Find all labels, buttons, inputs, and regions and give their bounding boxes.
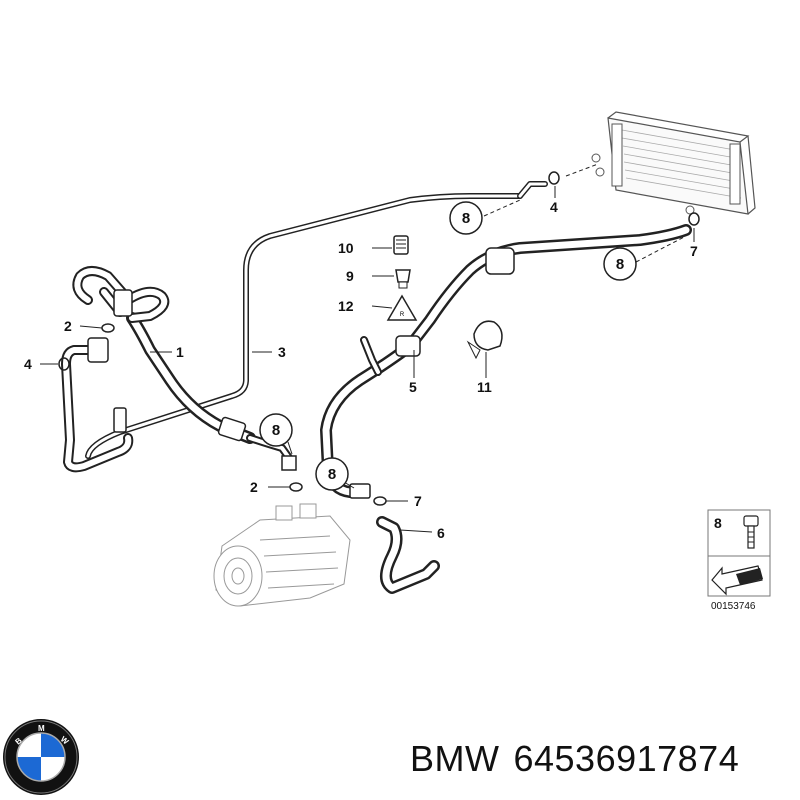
- arrow-icon: [711, 565, 763, 596]
- legend-box: 8 00153746: [707, 509, 771, 612]
- callout-11: 11: [477, 379, 492, 395]
- leader-lines: [40, 163, 695, 533]
- part-9-cap: [395, 269, 411, 289]
- bolt-icon: [743, 515, 759, 549]
- callout-6: 6: [437, 525, 445, 541]
- o-rings: [58, 171, 700, 506]
- pipe-6: [376, 516, 440, 594]
- callout-7a: 7: [414, 493, 422, 509]
- part-12-warning-label: R: [386, 294, 418, 321]
- pipe-1: [61, 266, 297, 473]
- circle-callout-8c: 8: [272, 422, 280, 439]
- callout-10: 10: [338, 240, 354, 256]
- pipe-3: [85, 181, 548, 459]
- legend-box-label: 8: [714, 515, 722, 531]
- svg-text:B: B: [14, 736, 24, 747]
- callout-1: 1: [176, 344, 184, 360]
- part-10-valve: [393, 235, 409, 255]
- svg-text:R: R: [400, 312, 405, 318]
- svg-text:M: M: [38, 724, 45, 733]
- svg-text:W: W: [59, 735, 71, 747]
- circled-callouts: 8 8 8 8: [259, 201, 637, 491]
- pipe-5: [320, 224, 692, 499]
- callout-5: 5: [409, 379, 417, 395]
- callout-labels: 2 4 1 3 2 10 9 12 5 11 7 6 4 7: [24, 199, 698, 541]
- circle-callout-8b: 8: [616, 256, 624, 273]
- part-11-clamp: [466, 320, 503, 360]
- callout-4a: 4: [24, 356, 32, 372]
- condenser-drawing: [591, 111, 756, 215]
- callout-2a: 2: [64, 318, 72, 334]
- callout-12: 12: [338, 298, 354, 314]
- callout-4b: 4: [550, 199, 558, 215]
- caption: BMW 64536917874: [410, 738, 753, 780]
- circle-callout-8a: 8: [462, 210, 470, 227]
- caption-brand: BMW: [410, 738, 500, 779]
- callout-2b: 2: [250, 479, 258, 495]
- callout-3: 3: [278, 344, 286, 360]
- callout-7b: 7: [690, 243, 698, 259]
- callout-9: 9: [346, 268, 354, 284]
- circle-callout-8d: 8: [328, 466, 336, 483]
- caption-part-number: 64536917874: [513, 738, 740, 779]
- bmw-logo: B M W: [3, 719, 79, 795]
- legend-part-code: 00153746: [711, 601, 756, 612]
- compressor-drawing: [213, 503, 351, 607]
